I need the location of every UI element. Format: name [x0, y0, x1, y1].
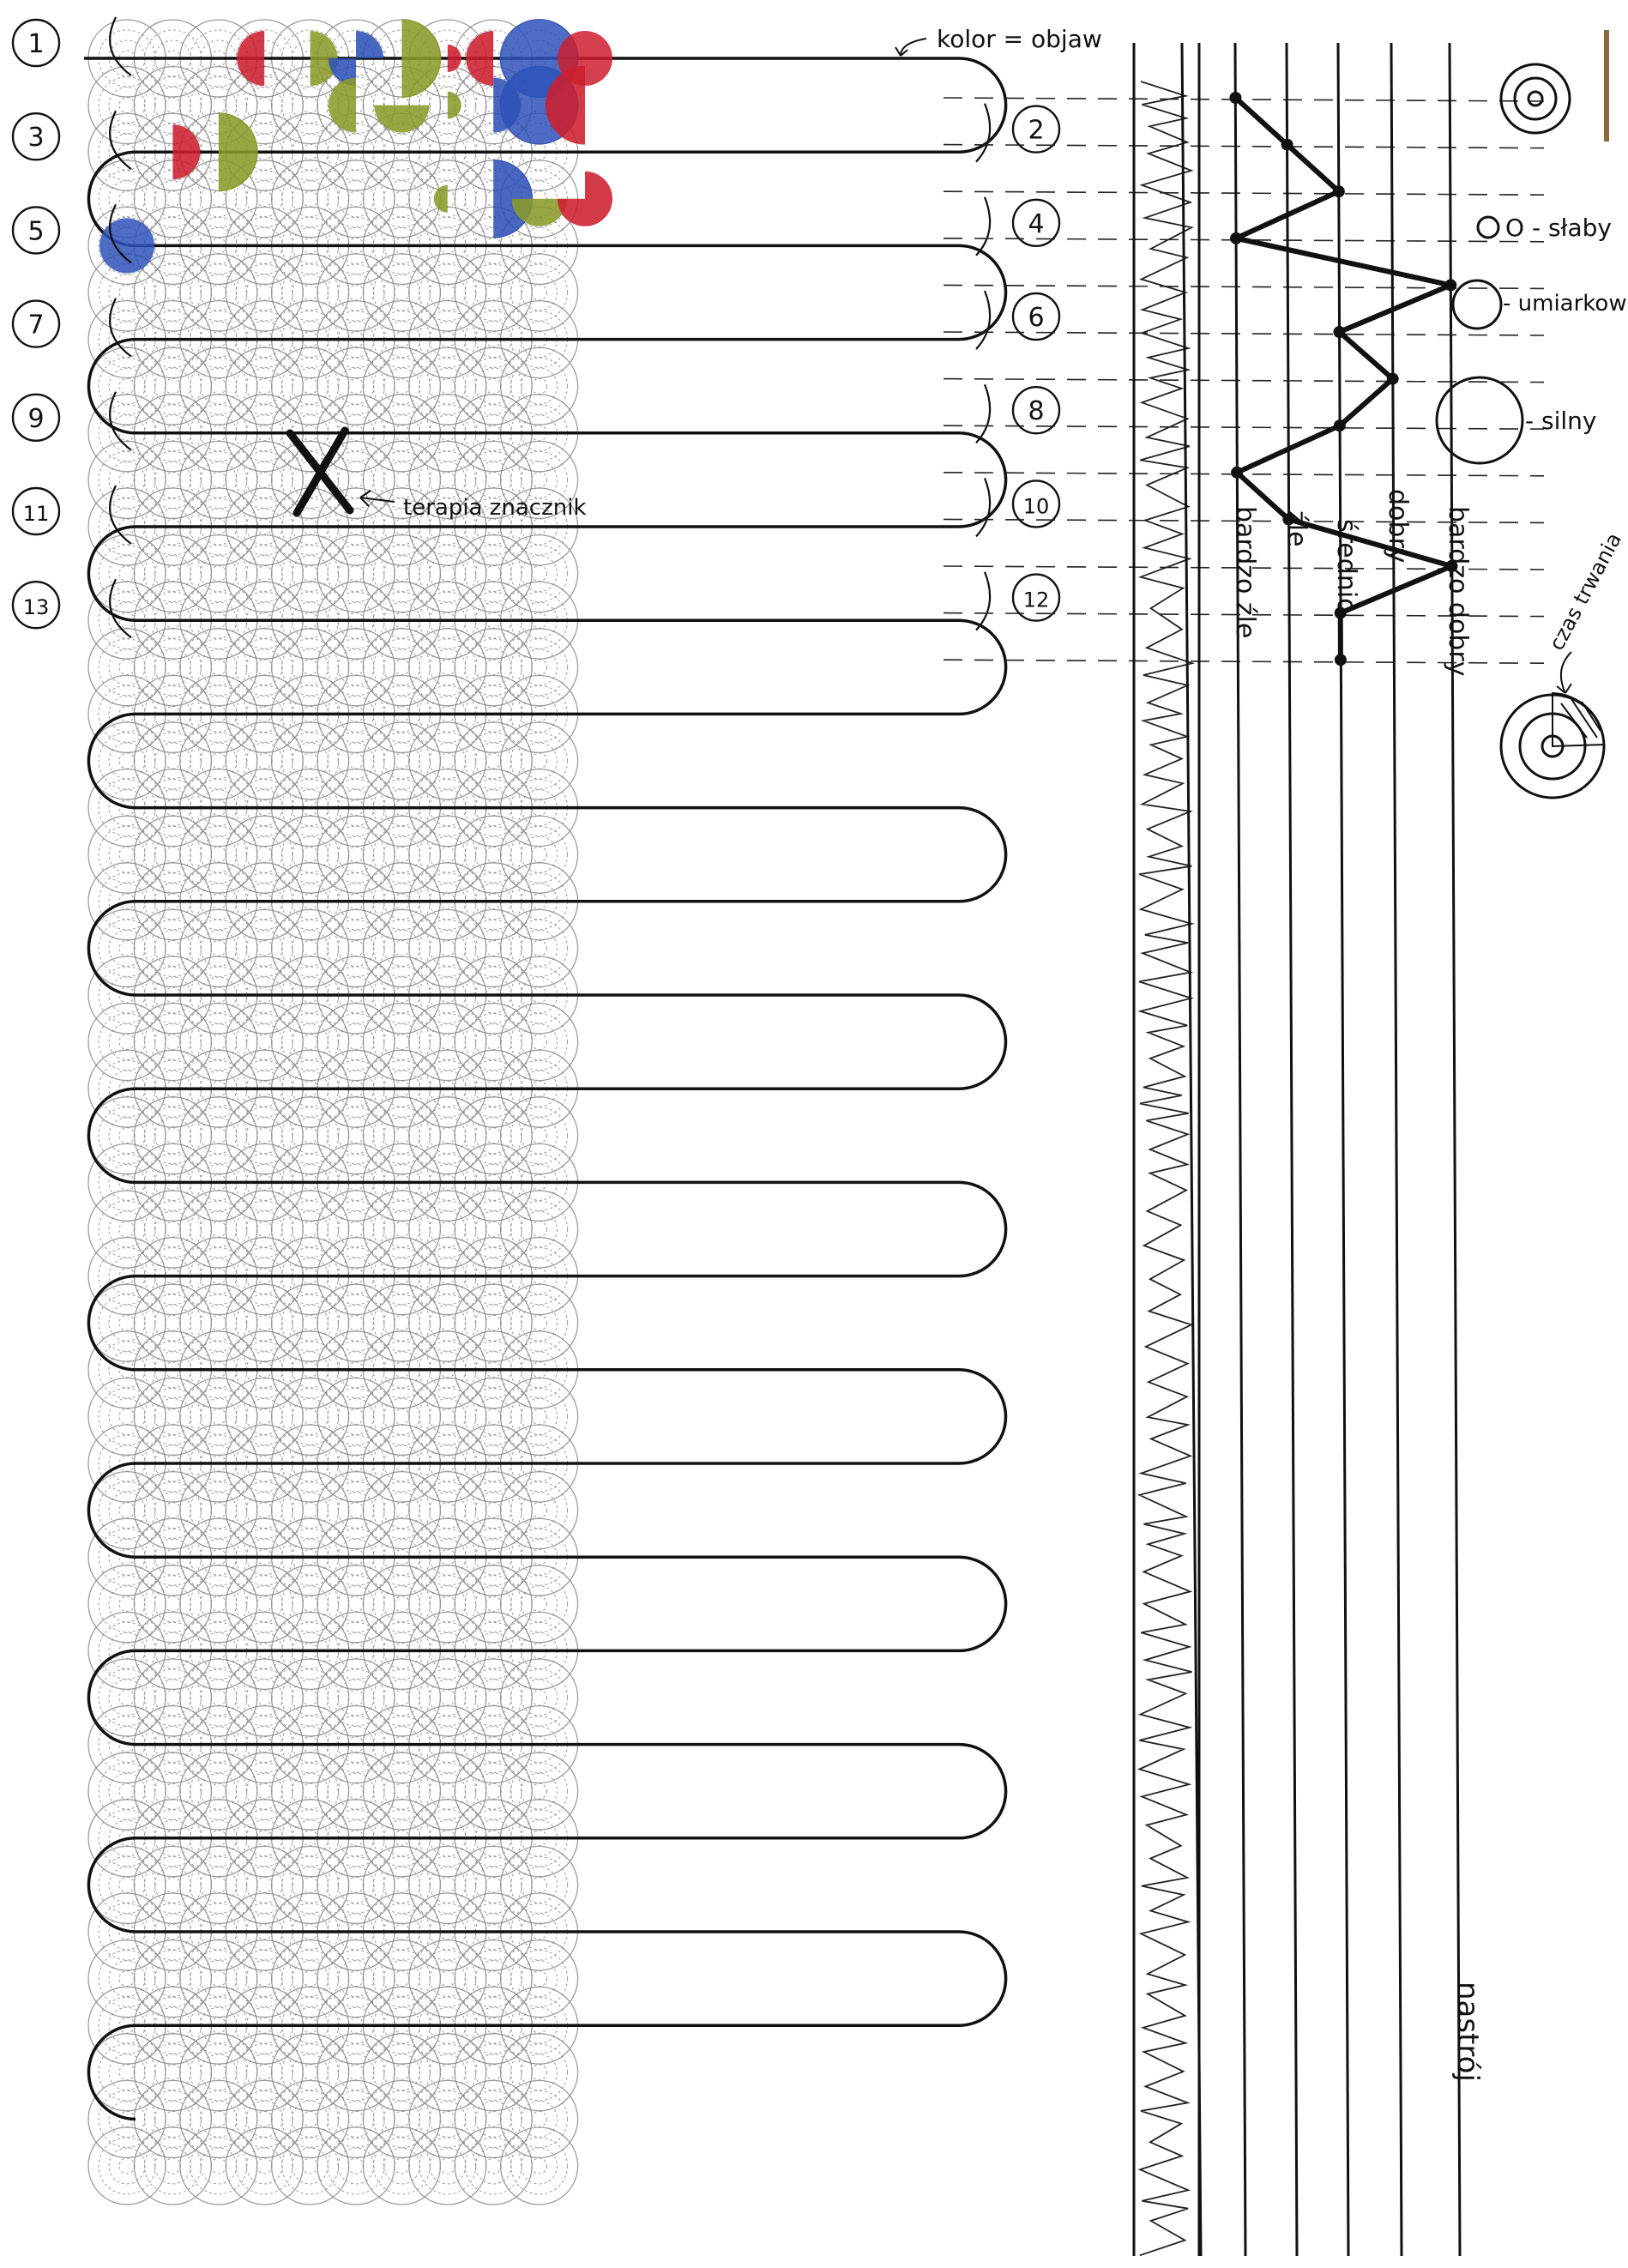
symptom-mark — [374, 105, 430, 133]
row-arrow-icon — [975, 571, 992, 631]
legend-strong-label: - silny — [1525, 407, 1596, 435]
svg-text:4: 4 — [1028, 209, 1044, 239]
serpentine-path — [84, 57, 1008, 2121]
mood-point — [1230, 232, 1243, 244]
row-number-9: 9 — [11, 391, 132, 451]
therapy-marker-x-icon — [286, 426, 354, 517]
row-arrow-icon — [109, 485, 132, 545]
color-note: kolor = objaw — [937, 25, 1102, 53]
symptom-mark — [447, 91, 461, 119]
mood-axis-label: nastrój — [1450, 1981, 1485, 2082]
row-arrow-icon — [109, 203, 132, 264]
row-arrow-icon — [975, 383, 992, 443]
legend-medium-icon — [1451, 279, 1503, 330]
symptom-mark — [99, 218, 154, 274]
svg-text:1: 1 — [27, 29, 44, 59]
row-number-8: 8 — [975, 383, 1061, 443]
row-number-13: 13 — [11, 578, 132, 639]
symptom-mark — [433, 184, 448, 213]
mood-point — [1281, 138, 1293, 151]
symptom-mark — [466, 31, 494, 86]
scribble-column — [1132, 43, 1201, 2257]
svg-text:7: 7 — [27, 311, 44, 341]
row-number-6: 6 — [975, 290, 1061, 350]
row-number-11: 11 — [11, 485, 132, 545]
mood-label-bad: źle — [1281, 510, 1311, 547]
legend-strong-icon — [1435, 376, 1524, 465]
mood-point — [1333, 419, 1346, 432]
row-number-10: 10 — [975, 477, 1061, 538]
svg-text:10: 10 — [1023, 494, 1050, 518]
therapy-arrow-icon — [359, 490, 395, 507]
mood-point — [1231, 466, 1244, 479]
mood-point — [1445, 560, 1458, 572]
mood-point — [1332, 185, 1345, 198]
symptom-mark — [329, 31, 383, 86]
symptom-mark — [546, 65, 585, 145]
svg-text:2: 2 — [1028, 116, 1044, 146]
symptom-marks — [99, 19, 612, 274]
row-number-7: 7 — [11, 298, 132, 358]
duration-label: czas trwania — [1545, 528, 1627, 654]
symptom-mark — [447, 45, 461, 72]
symptom-mark — [237, 31, 265, 86]
row-arrow-icon — [109, 16, 132, 76]
legend: O - słaby - umiarkowany - silny czas trw… — [1435, 30, 1628, 799]
mood-point — [1282, 513, 1295, 526]
svg-text:8: 8 — [1028, 396, 1044, 426]
mood-label-very-bad: bardzo źle — [1230, 506, 1260, 638]
symptom-mark — [172, 124, 201, 180]
mood-point — [1229, 92, 1242, 104]
row-number-4: 4 — [975, 196, 1061, 256]
row-number-1: 1 — [11, 16, 132, 76]
symptom-mark — [328, 77, 356, 133]
row-arrow-icon — [975, 103, 992, 163]
symptom-mark — [218, 112, 258, 192]
legend-weak-label: O - słaby — [1505, 214, 1612, 242]
row-number-12: 12 — [975, 571, 1061, 631]
legend-medium-label: - umiarkowany — [1503, 291, 1628, 317]
mood-label-good: dobry — [1383, 489, 1413, 564]
symptom-mark — [401, 19, 442, 99]
color-note-arrow-icon — [895, 38, 927, 57]
row-arrow-icon — [109, 578, 132, 639]
mood-point — [1444, 279, 1457, 292]
svg-text:13: 13 — [23, 595, 50, 619]
mood-label-very-good: bardzo dobry — [1443, 506, 1473, 676]
therapy-note: terapia znacznik — [403, 495, 587, 521]
svg-text:5: 5 — [27, 216, 44, 246]
row-arrow-icon — [109, 110, 132, 171]
mood-chart — [1180, 42, 1462, 2257]
svg-text:9: 9 — [27, 404, 44, 434]
row-arrow-icon — [109, 391, 132, 451]
row-arrow-icon — [975, 477, 992, 538]
mood-scale-labels: bardzo źle źle średnio dobry bardzo dobr… — [1230, 489, 1473, 676]
mood-label-average: średnio — [1331, 519, 1361, 614]
svg-text:12: 12 — [1023, 588, 1050, 612]
symptom-mark — [558, 171, 612, 226]
legend-target-icon — [1499, 63, 1571, 135]
row-number-5: 5 — [11, 203, 132, 264]
mood-point — [1386, 372, 1399, 385]
mood-point — [1334, 654, 1347, 667]
legend-weak-icon — [1476, 215, 1500, 239]
duration-arrow-icon — [1556, 651, 1572, 694]
circle-grid — [87, 19, 579, 2205]
row-number-2: 2 — [975, 103, 1061, 163]
row-arrow-icon — [975, 196, 992, 256]
row-arrow-icon — [975, 290, 992, 350]
row-number-3: 3 — [11, 110, 132, 171]
mood-point — [1334, 606, 1347, 619]
svg-text:11: 11 — [23, 502, 50, 526]
svg-text:6: 6 — [1028, 303, 1044, 333]
mood-point — [1333, 326, 1346, 338]
symptom-mark — [511, 198, 567, 226]
svg-text:3: 3 — [27, 123, 44, 153]
row-arrow-icon — [109, 298, 132, 358]
dashed-guides — [943, 97, 1545, 664]
symptom-mark — [310, 31, 338, 86]
